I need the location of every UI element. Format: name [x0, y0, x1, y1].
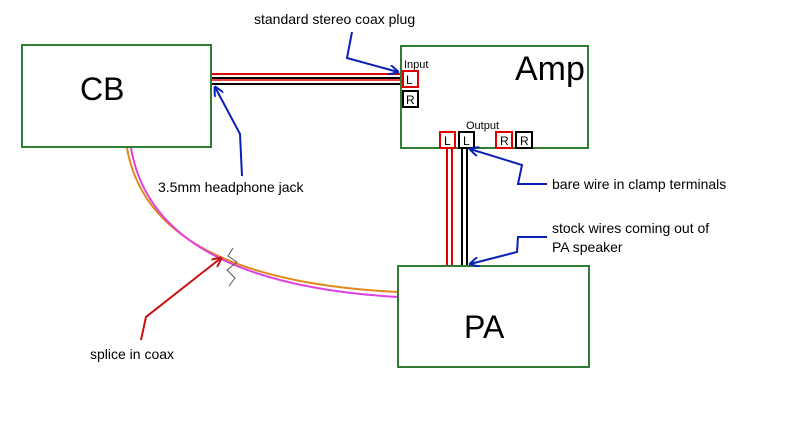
- output-wires: [446, 148, 468, 266]
- coax-plug-text: standard stereo coax plug: [254, 11, 415, 27]
- splice-arrow: [140, 258, 221, 341]
- annotation-bare-wire: bare wire in clamp terminals: [470, 149, 726, 192]
- input-label: Input: [404, 59, 428, 71]
- input-terminal-left-label: L: [406, 73, 413, 87]
- input-terminal-left: [402, 70, 419, 88]
- bare-wire-text: bare wire in clamp terminals: [552, 176, 726, 192]
- input-wires: [211, 73, 403, 85]
- stock-wires-text-line2: PA speaker: [552, 239, 623, 255]
- annotation-coax-plug: standard stereo coax plug: [254, 11, 415, 72]
- stock-wires-text-line1: stock wires coming out of: [552, 220, 709, 236]
- splice-text: splice in coax: [90, 346, 174, 362]
- cb-label: CB: [80, 71, 124, 107]
- annotation-headphone-jack: 3.5mm headphone jack: [158, 87, 305, 195]
- output-terminal-4-label: R: [520, 134, 529, 148]
- cb-box: CB: [21, 44, 212, 148]
- coax-cable: [126, 147, 399, 298]
- headphone-jack-text: 3.5mm headphone jack: [158, 179, 305, 195]
- output-terminal-2-label: L: [463, 134, 470, 148]
- output-terminal-3-label: R: [500, 134, 509, 148]
- pa-label: PA: [464, 309, 505, 345]
- bare-wire-arrow: [470, 149, 547, 185]
- output-label: Output: [466, 120, 499, 132]
- annotation-stock-wires: stock wires coming out of PA speaker: [470, 220, 709, 264]
- input-terminal-right: [402, 90, 419, 108]
- stock-wires-arrow: [470, 236, 547, 264]
- amp-box: Amp Input L R Output L L R R: [400, 45, 589, 149]
- annotation-splice: splice in coax: [90, 258, 221, 362]
- coax-plug-arrow: [345, 31, 398, 72]
- output-terminal-4: [515, 131, 533, 149]
- pa-box: PA: [397, 265, 590, 368]
- headphone-jack-arrow: [215, 87, 243, 177]
- output-terminal-3: [495, 131, 513, 149]
- input-terminal-right-label: R: [406, 93, 415, 107]
- amp-label: Amp: [515, 50, 585, 88]
- splice-mark: [226, 247, 238, 287]
- output-terminal-1: [439, 131, 456, 149]
- output-terminal-2: [458, 131, 475, 149]
- output-terminal-1-label: L: [444, 134, 451, 148]
